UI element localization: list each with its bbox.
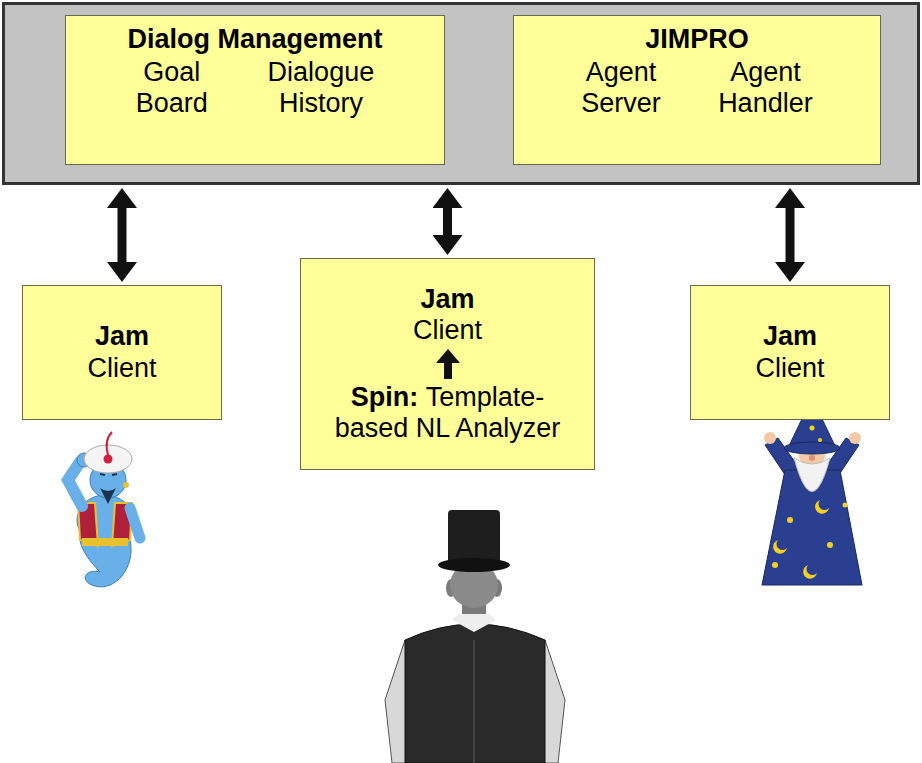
client-label: Client [755,353,824,384]
arrow-shaft [444,361,452,379]
jimpro-box: JIMPROAgent Server Agent Handler [513,15,881,165]
client-name: Jam [763,321,817,352]
wizard-figure [762,398,862,585]
box-title: Dialog Management [127,24,382,55]
user-figure [385,510,565,763]
client-name: Jam [95,321,149,352]
nl-client-box: JamClientSpin:Template- based NL Analyze… [300,258,595,470]
box-title: JIMPRO [645,24,749,55]
double-arrow [443,208,452,235]
client-box: JamClient [22,285,222,420]
component-label: Dialogue History [268,57,375,119]
column-row: Goal Board Dialogue History [76,57,434,119]
client-name: Jam [420,284,474,315]
component-label: Agent Server [581,57,661,119]
double-arrow [118,208,127,262]
client-label: Client [87,353,156,384]
component-label: Agent Handler [718,57,813,119]
double-arrow [786,208,795,262]
client-label: Client [413,315,482,346]
column-row: Agent Server Agent Handler [524,57,870,119]
arrow-head [436,349,460,363]
dialog-management-box: Dialog ManagementGoal Board Dialogue Hist… [65,15,445,165]
analyzer-label: Spin:Template- based NL Analyzer [320,382,575,444]
client-box: JamClient [690,285,890,420]
inner-arrow [435,349,461,379]
component-label: Goal Board [136,57,208,119]
server-band: Dialog ManagementGoal Board Dialogue Hist… [2,2,920,185]
genie-figure [68,432,140,587]
analyzer-name: Spin: [351,382,419,412]
